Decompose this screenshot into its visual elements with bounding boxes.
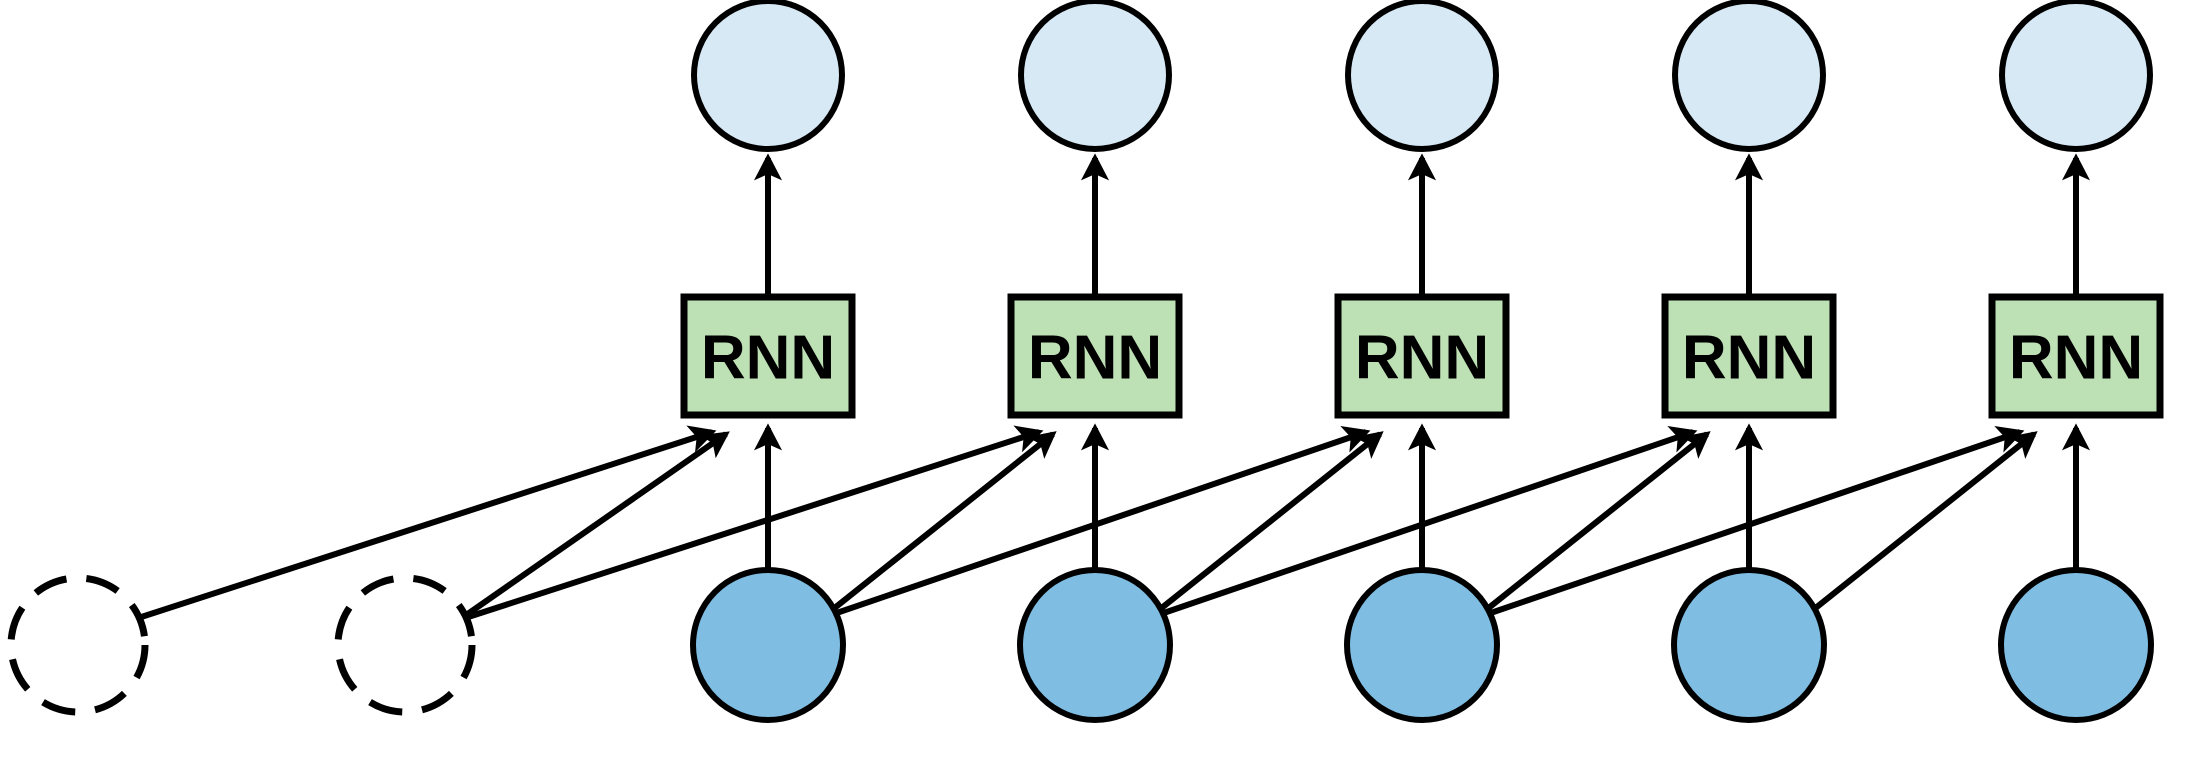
skip-edge-in4-to-rnn5	[1801, 431, 2038, 621]
skip-edge-pad1-to-rnn1	[131, 425, 717, 623]
skip-edge-pad2-to-rnn2	[458, 425, 1044, 623]
input-node-5[interactable]	[1998, 567, 2154, 723]
input-node-1[interactable]	[690, 567, 846, 723]
input-node-4[interactable]	[1671, 567, 1827, 723]
skip-edge-in2-to-rnn3	[1147, 431, 1384, 621]
rnn-cell-1[interactable]: RNN	[680, 293, 856, 419]
rnn-cell-box-3[interactable]	[1334, 293, 1510, 419]
rnn-cell-label-3: RNN	[1355, 324, 1489, 393]
skip-edge-in3-to-rnn4	[1474, 431, 1711, 621]
input-edge-group	[753, 423, 2091, 578]
skip-edge-pad2-to-rnn1	[457, 431, 730, 623]
output-node-3[interactable]	[1345, 0, 1499, 152]
output-node-group	[691, 0, 2153, 152]
input-node-group	[690, 567, 2154, 723]
rnn-cell-box-5[interactable]	[1988, 293, 2164, 419]
skip-edge-group	[131, 425, 2038, 623]
padding-node-1[interactable]	[7, 574, 149, 716]
rnn-cell-label-2: RNN	[1028, 324, 1162, 393]
rnn-cell-group: RNN RNN RNN RNN RNN	[680, 293, 2164, 419]
padding-node-group	[7, 574, 476, 716]
rnn-cell-box-2[interactable]	[1007, 293, 1183, 419]
rnn-cell-box-1[interactable]	[680, 293, 856, 419]
output-node-4[interactable]	[1672, 0, 1826, 152]
input-node-3[interactable]	[1344, 567, 1500, 723]
output-edge-group	[753, 153, 2091, 300]
output-node-5[interactable]	[1999, 0, 2153, 152]
rnn-cell-label-4: RNN	[1682, 324, 1816, 393]
rnn-cell-3[interactable]: RNN	[1334, 293, 1510, 419]
rnn-cell-label-5: RNN	[2009, 324, 2143, 393]
padding-node-2[interactable]	[334, 574, 476, 716]
rnn-cell-label-1: RNN	[701, 324, 835, 393]
skip-edge-in1-to-rnn2	[820, 431, 1057, 621]
output-node-1[interactable]	[691, 0, 845, 152]
input-node-2[interactable]	[1017, 567, 1173, 723]
rnn-cell-2[interactable]: RNN	[1007, 293, 1183, 419]
output-node-2[interactable]	[1018, 0, 1172, 152]
rnn-cell-5[interactable]: RNN	[1988, 293, 2164, 419]
rnn-cell-4[interactable]: RNN	[1661, 293, 1837, 419]
rnn-cell-box-4[interactable]	[1661, 293, 1837, 419]
